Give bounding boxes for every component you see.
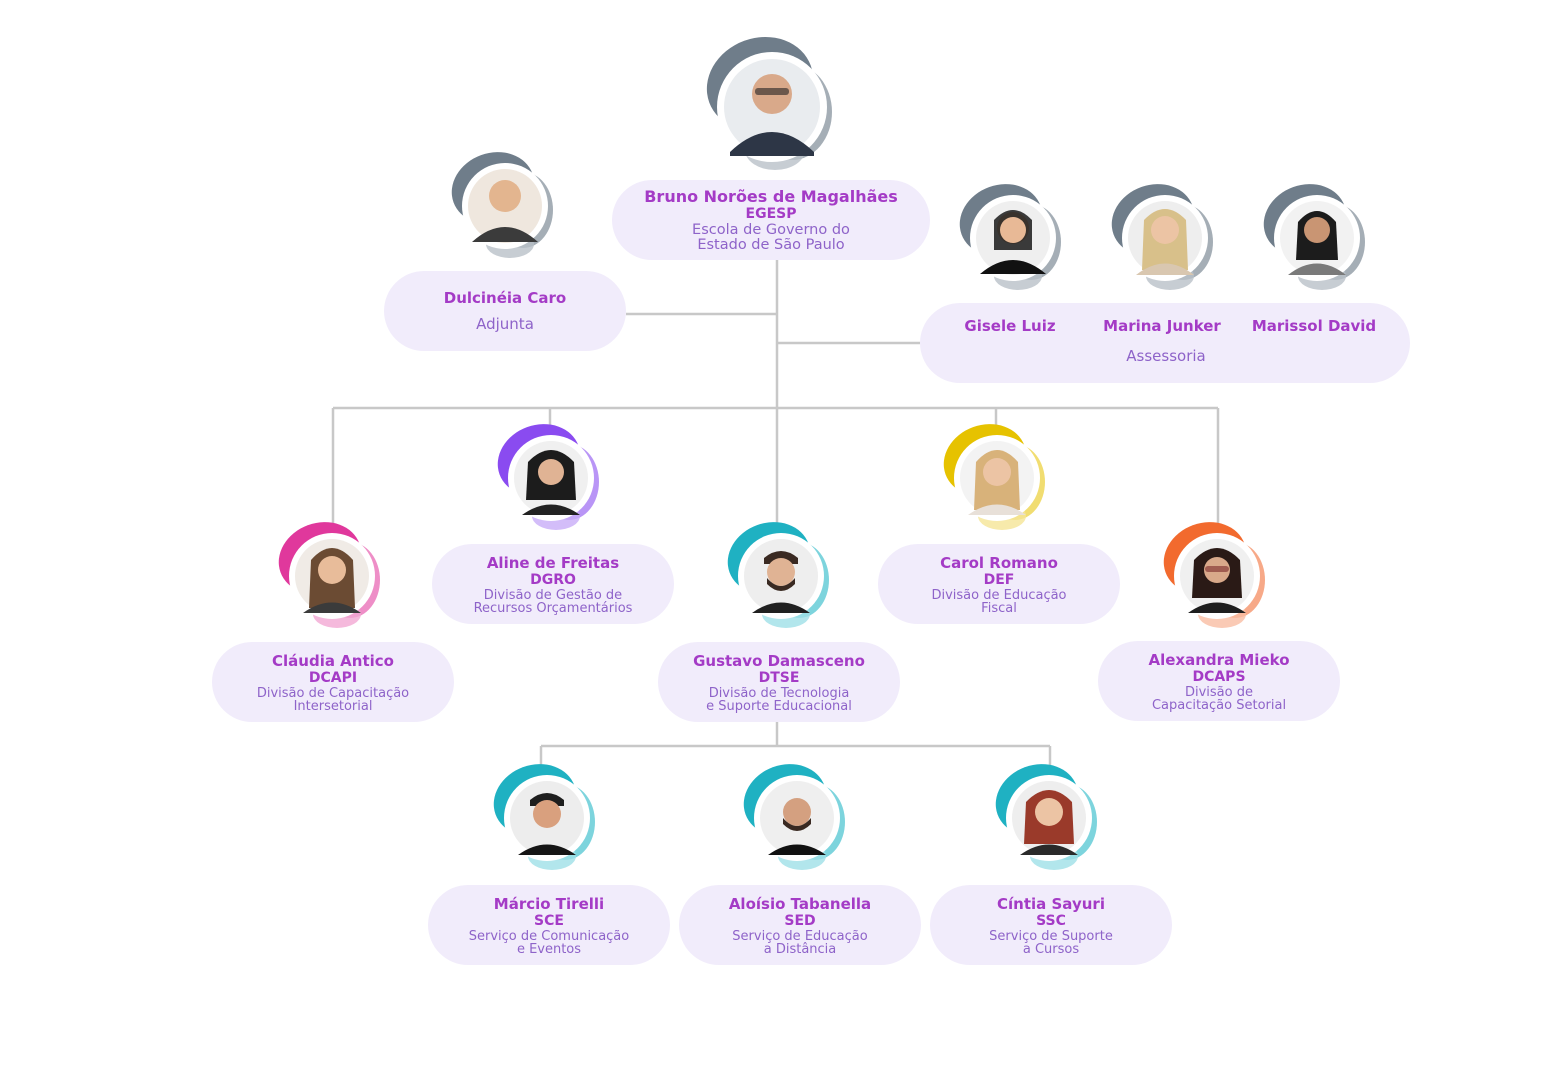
service-desc-line2: e Eventos	[516, 941, 582, 957]
division-desc-line1: Divisão de Gestão de	[483, 587, 623, 603]
service-code: SCE	[534, 912, 564, 929]
director-desc-line1: Escola de Governo do	[692, 221, 850, 238]
director-desc-line2: Estado de São Paulo	[697, 236, 845, 253]
division-code: DCAPS	[1192, 668, 1246, 685]
advisory-role: Assessoria	[1126, 347, 1206, 365]
division-name: Carol Romano	[940, 553, 1058, 572]
division-name: Aline de Freitas	[486, 553, 620, 572]
director-card: Bruno Norões de Magalhães EGESP Escola d…	[612, 180, 930, 260]
division-card-dcaps: Alexandra Mieko DCAPS Divisão de Capacit…	[1098, 641, 1340, 721]
service-code: SSC	[1036, 912, 1066, 929]
service-code: SED	[784, 912, 816, 929]
division-desc-line2: Intersetorial	[293, 698, 373, 714]
division-avatar-claudia	[278, 522, 380, 628]
division-avatar-aline	[497, 424, 599, 530]
division-desc-line1: Divisão de Educação	[931, 587, 1067, 603]
service-desc-line1: Serviço de Comunicação	[468, 928, 630, 944]
advisor-name-marina: Marina Junker	[1103, 317, 1221, 335]
division-avatar-carol	[943, 424, 1045, 530]
service-card-sed: Aloísio Tabanella SED Serviço de Educaçã…	[679, 885, 921, 965]
division-code: DGRO	[530, 571, 576, 588]
deputy-role: Adjunta	[476, 315, 534, 333]
division-avatar-alexandra	[1163, 522, 1265, 628]
division-desc-line1: Divisão de	[1184, 684, 1253, 700]
division-desc-line1: Divisão de Tecnologia	[708, 685, 850, 701]
director-code: EGESP	[745, 205, 797, 222]
division-code: DTSE	[758, 669, 800, 686]
service-name: Márcio Tirelli	[493, 894, 605, 913]
advisor-name-gisele: Gisele Luiz	[964, 317, 1056, 335]
division-card-def: Carol Romano DEF Divisão de Educação Fis…	[878, 544, 1120, 624]
division-card-dgro: Aline de Freitas DGRO Divisão de Gestão …	[432, 544, 674, 624]
service-name: Cíntia Sayuri	[997, 894, 1105, 913]
division-avatar-gustavo	[727, 522, 829, 628]
service-desc-line1: Serviço de Educação	[732, 928, 868, 944]
division-card-dtse: Gustavo Damasceno DTSE Divisão de Tecnol…	[658, 642, 900, 722]
service-desc-line2: a Cursos	[1022, 941, 1080, 957]
service-desc-line2: a Distância	[763, 941, 837, 957]
advisor-avatar-gisele	[959, 184, 1061, 290]
service-card-ssc: Cíntia Sayuri SSC Serviço de Suporte a C…	[930, 885, 1172, 965]
division-name: Alexandra Mieko	[1148, 650, 1290, 669]
division-name: Cláudia Antico	[272, 651, 394, 670]
service-desc-line1: Serviço de Suporte	[989, 928, 1113, 944]
division-desc-line2: Recursos Orçamentários	[473, 600, 633, 616]
service-avatar-cintia	[995, 764, 1097, 870]
advisor-avatar-marissol	[1263, 184, 1365, 290]
division-desc-line2: Capacitação Setorial	[1151, 697, 1287, 713]
division-desc-line2: Fiscal	[981, 600, 1017, 616]
advisor-avatar-marina	[1111, 184, 1213, 290]
deputy-card: Dulcinéia Caro Adjunta	[384, 271, 626, 351]
service-card-sce: Márcio Tirelli SCE Serviço de Comunicaçã…	[428, 885, 670, 965]
service-avatar-marcio	[493, 764, 595, 870]
service-name: Aloísio Tabanella	[728, 894, 872, 913]
advisor-name-marissol: Marissol David	[1251, 317, 1377, 335]
division-code: DEF	[983, 571, 1015, 588]
deputy-name: Dulcinéia Caro	[443, 289, 567, 307]
director-avatar	[706, 36, 832, 170]
division-desc-line1: Divisão de Capacitação	[256, 685, 410, 701]
division-name: Gustavo Damasceno	[693, 651, 865, 670]
advisory-card	[920, 303, 1410, 383]
director-name: Bruno Norões de Magalhães	[644, 186, 898, 206]
division-desc-line2: e Suporte Educacional	[706, 698, 852, 714]
deputy-avatar	[451, 152, 553, 258]
division-code: DCAPI	[308, 669, 358, 686]
division-card-dcapi: Cláudia Antico DCAPI Divisão de Capacita…	[212, 642, 454, 722]
service-avatar-aloisio	[743, 764, 845, 870]
